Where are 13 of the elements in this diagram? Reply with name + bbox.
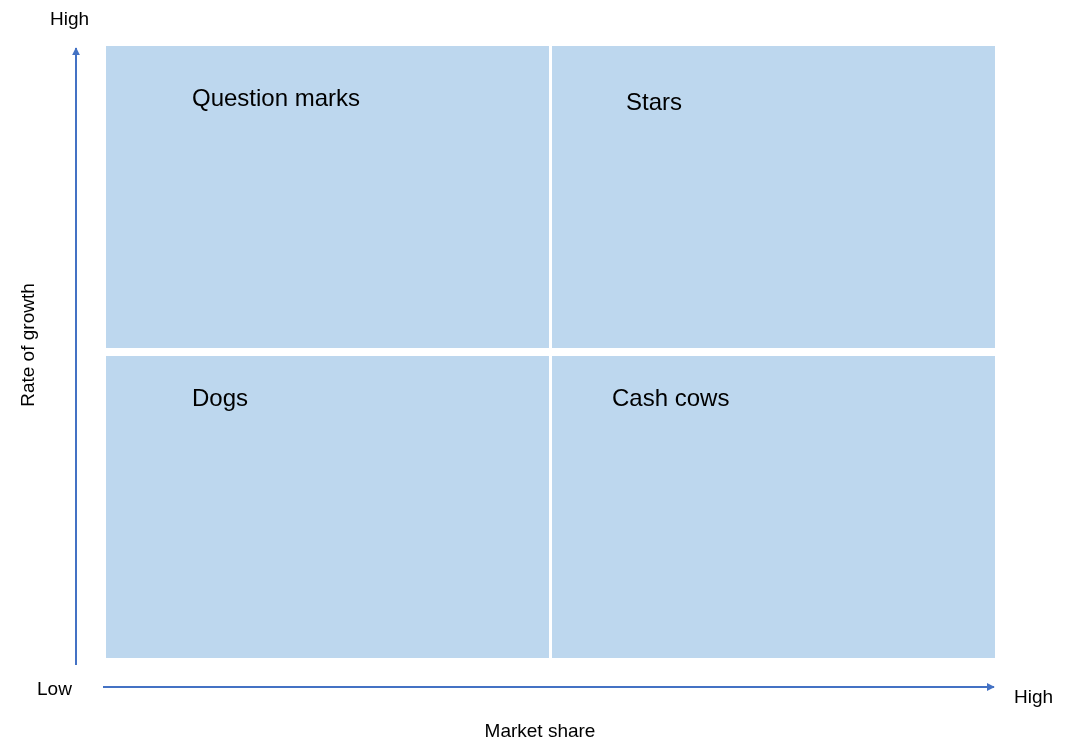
axis-title: Market share [484,720,596,742]
quadrant-label: Question marks [192,84,361,112]
axis-end-label: High [50,8,90,30]
axis-end-label: High [1014,686,1054,708]
quadrant-box [106,356,549,658]
quadrant-box [552,356,995,658]
axis-title: Rate of growth [17,283,39,407]
quadrant-label: Cash cows [612,384,730,412]
quadrant-label: Dogs [192,384,249,412]
axis-end-label: Low [37,678,72,700]
quadrant-box [106,46,549,348]
quadrant-label: Stars [626,88,682,116]
quadrant-box [552,46,995,348]
